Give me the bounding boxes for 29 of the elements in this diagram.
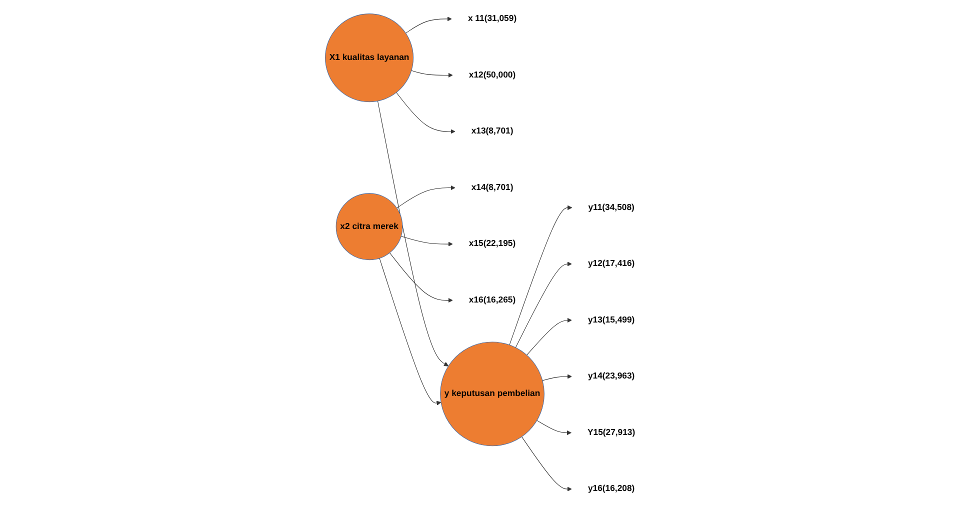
arrow xyxy=(390,252,454,303)
node-text: y13(15,499) xyxy=(588,315,635,325)
arrow xyxy=(522,436,572,492)
arrow xyxy=(379,258,442,406)
node-text: Y15(27,913) xyxy=(588,428,636,438)
arrow xyxy=(411,70,454,78)
node-circle: x2 citra merek xyxy=(336,193,403,260)
node-text: y12(17,416) xyxy=(588,259,635,268)
node-text: y11(34,508) xyxy=(588,202,635,212)
arrow xyxy=(396,185,456,208)
node-circle: X1 kualitas layanan xyxy=(325,14,414,102)
node-text: x15(22,195) xyxy=(469,239,516,248)
node-text: x 11(31,059) xyxy=(468,14,517,24)
node-text: x16(16,265) xyxy=(469,295,516,305)
arrow xyxy=(509,205,572,346)
arrow xyxy=(526,318,572,356)
node-text: y16(16,208) xyxy=(588,484,635,494)
arrow xyxy=(378,100,449,366)
arrow xyxy=(400,236,454,246)
arrow xyxy=(542,374,572,381)
node-text: x12(50,000) xyxy=(469,70,516,80)
arrow xyxy=(536,420,572,436)
node-text: x14(8,701) xyxy=(472,182,514,192)
arrow xyxy=(406,16,452,34)
arrow xyxy=(396,92,456,134)
arrow xyxy=(516,262,572,348)
node-text: y14(23,963) xyxy=(588,372,635,381)
node-text: x13(8,701) xyxy=(472,126,514,136)
node-circle: y keputusan pembelian xyxy=(440,342,545,446)
